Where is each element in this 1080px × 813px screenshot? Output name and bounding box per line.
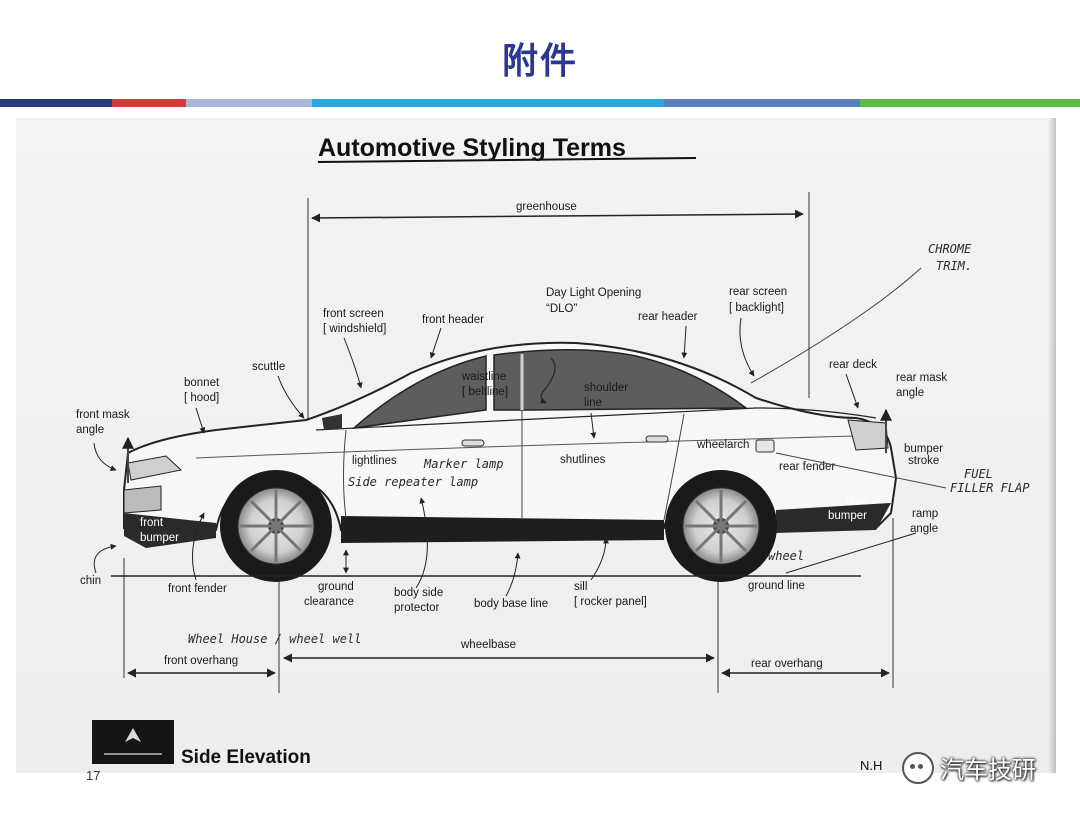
- sheet-title-underline: [317, 157, 697, 163]
- front-mask-label-line1: front mask: [76, 409, 130, 421]
- greenhouse-arrow: [311, 209, 804, 223]
- front-bumper-label-line2: bumper: [140, 532, 179, 544]
- front-bumper-label-line1: front: [140, 517, 164, 529]
- sill-leader: [590, 537, 609, 581]
- scuttle-label: scuttle: [252, 361, 285, 373]
- dlo-label-line1: Day Light Opening: [546, 287, 641, 299]
- marker-lamp-note: Marker lamp: [423, 457, 503, 471]
- body-base-line-label: body base line: [474, 598, 548, 610]
- sill-label-line1: sill: [574, 581, 587, 593]
- body-base-line-leader: [505, 552, 521, 597]
- front-fender-leader: [191, 512, 205, 581]
- waistline-label-line2: [ beltline]: [462, 386, 508, 398]
- body-side-protector-leader: [415, 497, 428, 589]
- color-bar-segment: [112, 99, 186, 107]
- slide-title: 附件: [501, 41, 578, 82]
- fuel-filler-note-line2: FILLER FLAP: [950, 481, 1030, 495]
- fuel-filler-leader: [775, 452, 947, 489]
- car-drawing: [123, 341, 898, 548]
- chin-leader: [93, 543, 117, 574]
- ground-line-label: ground line: [748, 580, 805, 592]
- rear-screen-leader: [739, 317, 755, 377]
- wheel-note: wheel: [768, 549, 804, 563]
- ramp-angle-label-line1: ramp: [912, 508, 938, 520]
- waistline-label-line1: waistline: [461, 371, 506, 383]
- bonnet-label-line2: [ hood]: [184, 392, 219, 404]
- rear-bumper-label-line1: rear: [846, 495, 867, 507]
- front-mask-leader: [93, 442, 117, 472]
- ramp-angle-line: [785, 532, 917, 574]
- bonnet-label-line1: bonnet: [184, 377, 220, 389]
- front-overhang-label: front overhang: [164, 655, 238, 667]
- rear-mask-label-line1: rear mask: [896, 372, 947, 384]
- front-screen-leader: [343, 337, 363, 389]
- wheelbase-label: wheelbase: [460, 639, 516, 651]
- color-bar-segment: [860, 99, 1080, 107]
- rear-fender-label: rear fender: [779, 461, 835, 473]
- author-code: N.H: [860, 758, 882, 773]
- bumper-stroke-label-line2: stroke: [908, 455, 939, 467]
- title-color-bar: [0, 99, 1080, 107]
- scuttle-leader: [277, 375, 305, 419]
- shoulder-line-leader: [590, 412, 597, 439]
- dlo-label-line2: “DLO”: [546, 303, 577, 315]
- front-header-label: front header: [422, 314, 484, 326]
- wechat-icon: [902, 751, 934, 784]
- side-repeater-note: Side repeater lamp: [348, 475, 478, 489]
- rear-overhang-label: rear overhang: [751, 658, 823, 670]
- front-header-leader: [429, 327, 442, 359]
- sill-label-line2: [ rocker panel]: [574, 596, 647, 608]
- lightlines-label: lightlines: [352, 455, 397, 467]
- chrome-trim-note-line1: CHROME: [928, 242, 972, 256]
- rear-screen-label-line1: rear screen: [729, 286, 787, 298]
- watermark: 汽车技研: [902, 750, 1036, 785]
- rear-header-leader: [681, 325, 688, 359]
- body-side-protector-label-line1: body side: [394, 587, 443, 599]
- watermark-text: 汽车技研: [940, 756, 1036, 784]
- ground-clearance-label-line1: ground: [318, 581, 354, 593]
- page-number: 17: [86, 768, 101, 783]
- body-side-protector-label-line2: protector: [394, 602, 440, 614]
- rear-mask-label-line2: angle: [896, 387, 924, 399]
- chrome-trim-note-line2: TRIM.: [936, 259, 972, 273]
- sheet-title: Automotive Styling Terms: [318, 134, 626, 162]
- color-bar-segment: [312, 99, 664, 107]
- front-wheel: [220, 470, 332, 582]
- shutlines-label: shutlines: [560, 454, 606, 466]
- ramp-angle-label-line2: angle: [910, 523, 938, 535]
- bumper-stroke-label-line1: bumper: [904, 443, 943, 455]
- fuel-filler-note-line1: FUEL: [964, 467, 993, 481]
- front-fender-label: front fender: [168, 583, 227, 595]
- wheelarch-label: wheelarch: [696, 439, 749, 451]
- chin-label: chin: [80, 575, 101, 587]
- rear-bumper-label-line2: bumper: [828, 510, 867, 522]
- color-bar-segment: [0, 99, 112, 107]
- dlo-leader: [539, 357, 556, 404]
- bonnet-leader: [195, 407, 206, 434]
- styling-terms-photo: Automotive Styling Terms greenhouse: [16, 118, 1056, 773]
- wheel-house-note: Wheel House / wheel well: [188, 632, 361, 646]
- color-bar-segment: [186, 99, 312, 107]
- color-bar-segment: [664, 99, 860, 107]
- rear-deck-leader: [845, 373, 860, 409]
- rear-screen-label-line2: [ backlight]: [729, 302, 784, 314]
- shoulder-line-label-line2: line: [584, 397, 602, 409]
- greenhouse-label: greenhouse: [516, 201, 577, 213]
- front-screen-label-line1: front screen: [323, 308, 384, 320]
- front-mask-label-line2: angle: [76, 424, 104, 436]
- rear-header-label: rear header: [638, 311, 698, 323]
- rear-wheel: [665, 470, 777, 582]
- front-screen-label-line2: [ windshield]: [323, 323, 386, 335]
- photo-edge-shadow: [1048, 118, 1056, 773]
- chrome-trim-leader: [750, 267, 922, 384]
- rear-deck-label: rear deck: [829, 359, 877, 371]
- view-label: Side Elevation: [181, 747, 311, 768]
- shoulder-line-label-line1: shoulder: [584, 382, 628, 394]
- university-logo: [92, 720, 174, 764]
- ground-clearance-label-line2: clearance: [304, 596, 354, 608]
- styling-terms-diagram: Automotive Styling Terms greenhouse: [76, 134, 1030, 773]
